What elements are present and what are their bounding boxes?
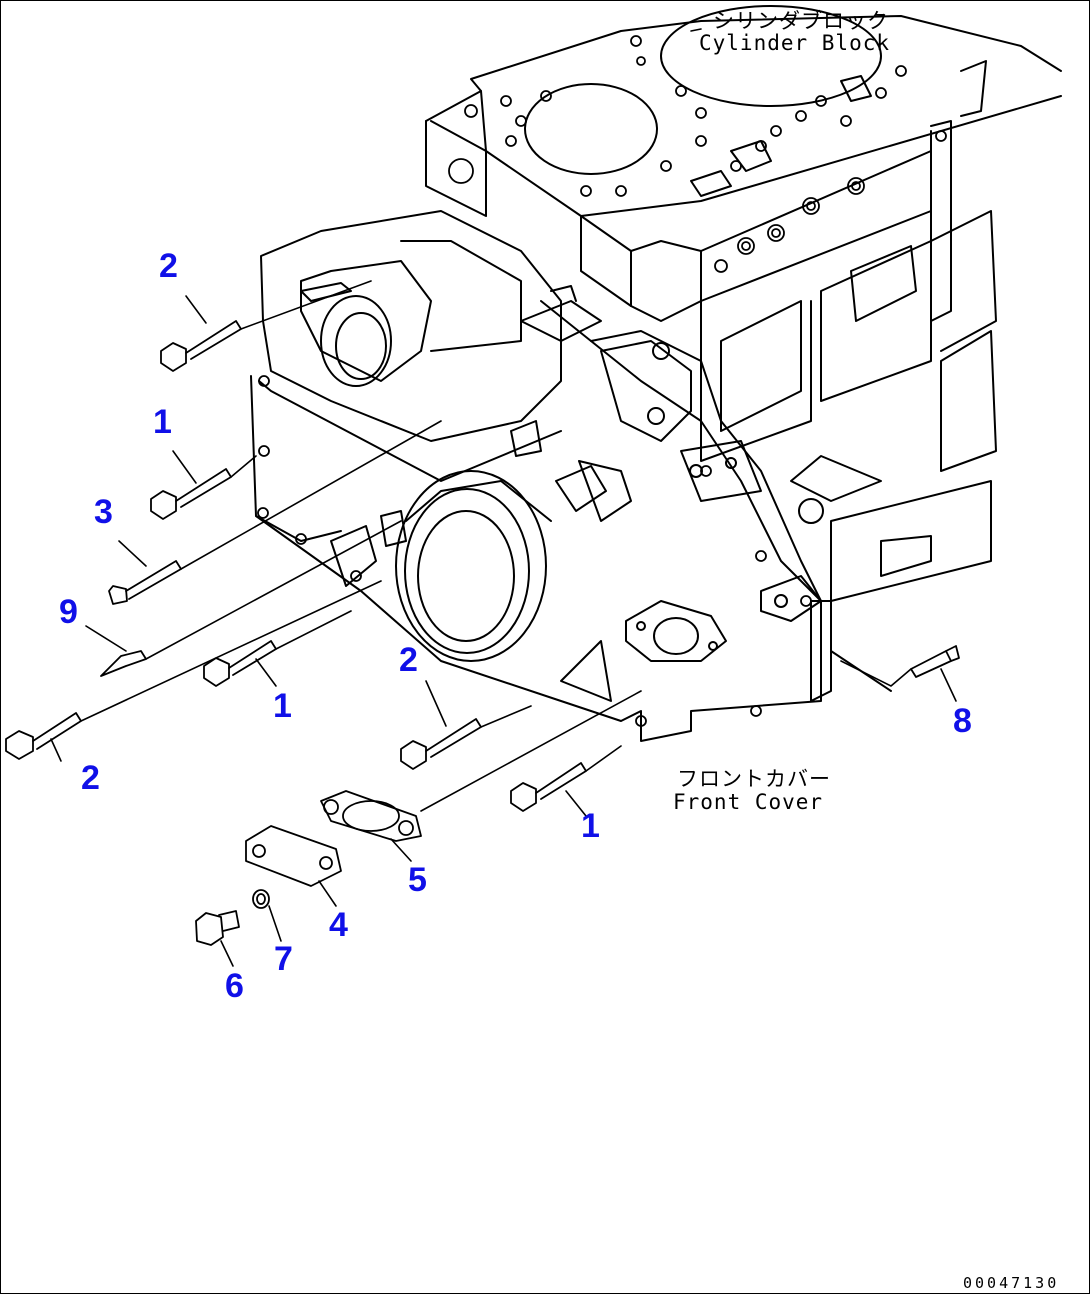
callout-8: 8 bbox=[953, 702, 972, 740]
document-number: 00047130 bbox=[963, 1274, 1060, 1292]
callout-2-left-bottom: 2 bbox=[81, 759, 100, 797]
callout-4: 4 bbox=[329, 906, 348, 944]
callout-1-left: 1 bbox=[153, 403, 172, 441]
callout-5: 5 bbox=[408, 861, 427, 899]
callout-2-center: 2 bbox=[399, 641, 418, 679]
callout-2-top: 2 bbox=[159, 247, 178, 285]
callout-1-mid: 1 bbox=[273, 687, 292, 725]
cylinder-block bbox=[425, 5, 1062, 702]
cylinder-block-label-en: Cylinder Block bbox=[699, 31, 891, 55]
hardware bbox=[5, 320, 960, 946]
leader-lines bbox=[50, 28, 957, 967]
cylinder-block-label-jp: シリンダブロック bbox=[713, 9, 889, 33]
front-cover-label-en: Front Cover bbox=[673, 790, 824, 814]
front-cover-label-jp: フロントカバー bbox=[677, 767, 831, 791]
callout-7: 7 bbox=[274, 940, 293, 978]
callout-3: 3 bbox=[94, 493, 113, 531]
callout-1-bottom: 1 bbox=[581, 807, 600, 845]
callout-9: 9 bbox=[59, 593, 78, 631]
front-cover bbox=[250, 210, 822, 742]
callout-6: 6 bbox=[225, 967, 244, 1005]
